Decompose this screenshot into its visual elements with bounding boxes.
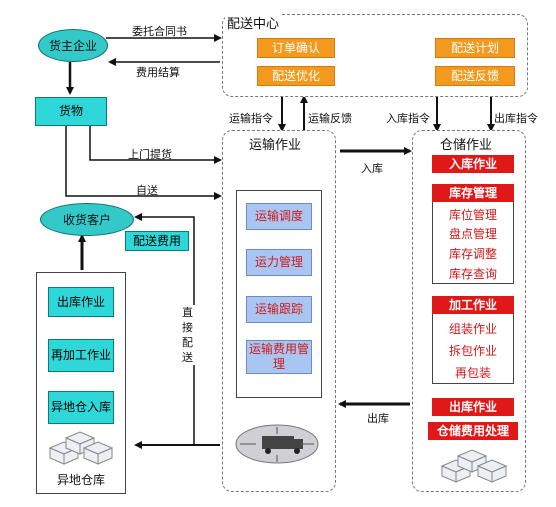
fee-settle-label: 费用结算 xyxy=(136,66,180,79)
boxes-icon xyxy=(440,449,508,483)
direct-delivery-label: 直接配送 xyxy=(182,305,196,365)
remote-boxes-icon xyxy=(48,431,114,465)
door-pickup-label: 上门提货 xyxy=(128,148,172,161)
outbound-op-box: 出库作业 xyxy=(432,398,514,416)
delivery-feedback-box: 配送反馈 xyxy=(435,66,515,86)
inbound-cmd-label: 入库指令 xyxy=(386,112,430,125)
repack-item: 再包装 xyxy=(454,366,491,380)
customer-node: 收货客户 xyxy=(40,203,134,236)
transport-tracking-box: 运输跟踪 xyxy=(246,296,312,323)
commission-label: 委托合同书 xyxy=(132,25,187,38)
transport-fee-mgmt-box: 运输费用管理 xyxy=(246,340,312,374)
direct-delivery-arrow xyxy=(134,213,195,445)
inbound-op-box: 入库作业 xyxy=(432,155,514,173)
shipper-node: 货主企业 xyxy=(38,29,108,62)
goods-node: 货物 xyxy=(35,97,107,126)
delivery-fee-box: 配送费用 xyxy=(125,231,189,251)
stocktake-mgmt-item: 盘点管理 xyxy=(448,227,497,241)
remote-warehouse-title: 异地仓库 xyxy=(56,473,105,487)
storage-fee-box: 仓储费用处理 xyxy=(428,422,518,440)
inventory-mgmt-title: 库存管理 xyxy=(432,184,514,202)
outbound-cmd-label: 出库指令 xyxy=(494,112,538,125)
self-delivery-arrow xyxy=(65,126,222,200)
outbound-label: 出库 xyxy=(367,412,389,425)
self-delivery-label: 自送 xyxy=(136,184,158,197)
truck-icon xyxy=(235,424,319,464)
door-pickup-arrow xyxy=(89,126,222,164)
processing-title: 加工作业 xyxy=(432,296,514,314)
stock-adjust-item: 库存调整 xyxy=(448,247,497,261)
remote-reprocess-box: 再加工作业 xyxy=(48,339,114,372)
inbound-label: 入库 xyxy=(361,162,383,175)
remote-inbound-box: 异地仓入库 xyxy=(48,391,114,424)
transport-feedback-label: 运输反馈 xyxy=(308,112,352,125)
remote-outbound-box: 出库作业 xyxy=(48,287,114,317)
location-mgmt-item: 库位管理 xyxy=(448,208,497,222)
stock-query-item: 库存查询 xyxy=(448,267,497,281)
order-confirm-box: 订单确认 xyxy=(257,38,335,58)
transport-cmd-label: 运输指令 xyxy=(229,112,273,125)
delivery-center-title: 配送中心 xyxy=(225,13,282,32)
transport-ops-title: 运输作业 xyxy=(249,138,302,153)
delivery-plan-box: 配送计划 xyxy=(435,38,515,58)
capacity-mgmt-box: 运力管理 xyxy=(246,249,312,276)
delivery-optimize-box: 配送优化 xyxy=(257,66,335,86)
warehouse-ops-title: 仓储作业 xyxy=(440,138,493,153)
unpack-item: 拆包作业 xyxy=(448,344,497,358)
assembly-item: 组装作业 xyxy=(448,322,497,336)
transport-dispatch-box: 运输调度 xyxy=(246,203,312,230)
